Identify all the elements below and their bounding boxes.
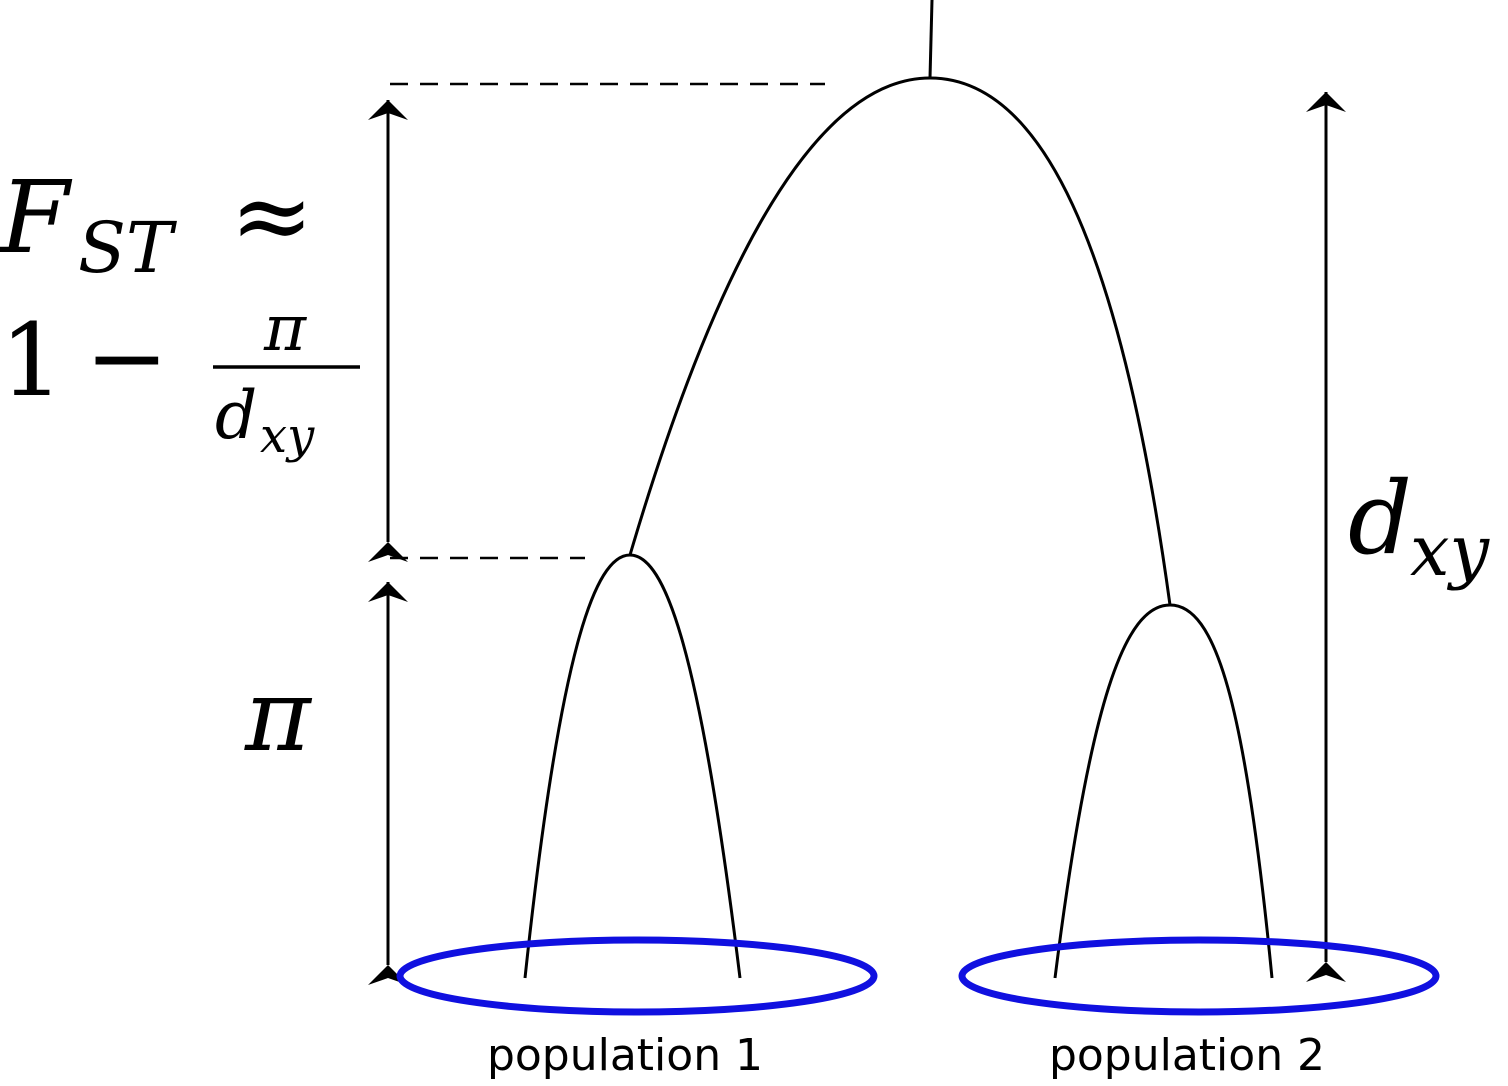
formula-minus: − [85, 299, 169, 416]
approx-sign: ≈ [230, 157, 314, 274]
fraction-denominator-subscript: xy [260, 408, 315, 464]
fraction-denominator-d: d [215, 377, 257, 454]
fraction-numerator: π [263, 292, 307, 366]
population-1-subtree [523, 553, 742, 979]
fst-subscript: ST [78, 207, 177, 289]
population-ellipses [396, 936, 1440, 1016]
dxy-symbol: d [1348, 460, 1412, 577]
reference-lines [390, 82, 825, 560]
arrows [368, 92, 1346, 985]
population-2-subtree [1053, 603, 1274, 979]
dxy-label: d xy [1348, 460, 1490, 592]
gene-tree [523, 0, 1274, 979]
formula-one: 1 [0, 302, 64, 419]
dxy-subscript: xy [1410, 510, 1490, 592]
population-2-ellipse [958, 936, 1440, 1016]
population-1-ellipse [396, 936, 878, 1016]
population-1-label: population 1 [487, 1030, 763, 1081]
pi-label: π [244, 657, 313, 774]
population-2-label: population 2 [1049, 1030, 1325, 1081]
fst-formula: F ST ≈ 1 − π d xy [0, 157, 360, 464]
ancestral-arc [628, 76, 1172, 606]
fst-symbol: F [0, 159, 73, 276]
root-branch [928, 0, 934, 79]
